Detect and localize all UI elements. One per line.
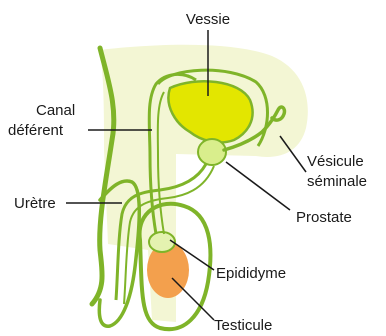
label-canal-line2: déférent [8, 122, 64, 139]
prostate [198, 139, 226, 165]
label-canal-line1: Canal [36, 102, 75, 119]
label-testicule: Testicule [214, 317, 272, 334]
label-vesicule-line2: séminale [307, 173, 367, 190]
label-vesicule-line1: Vésicule [307, 153, 364, 170]
label-epididyme: Epididyme [216, 265, 286, 282]
label-uretre: Urètre [14, 195, 56, 212]
leader-prostate [226, 162, 290, 210]
epididymis [149, 232, 175, 252]
label-prostate: Prostate [296, 209, 352, 226]
label-vessie: Vessie [186, 11, 230, 28]
